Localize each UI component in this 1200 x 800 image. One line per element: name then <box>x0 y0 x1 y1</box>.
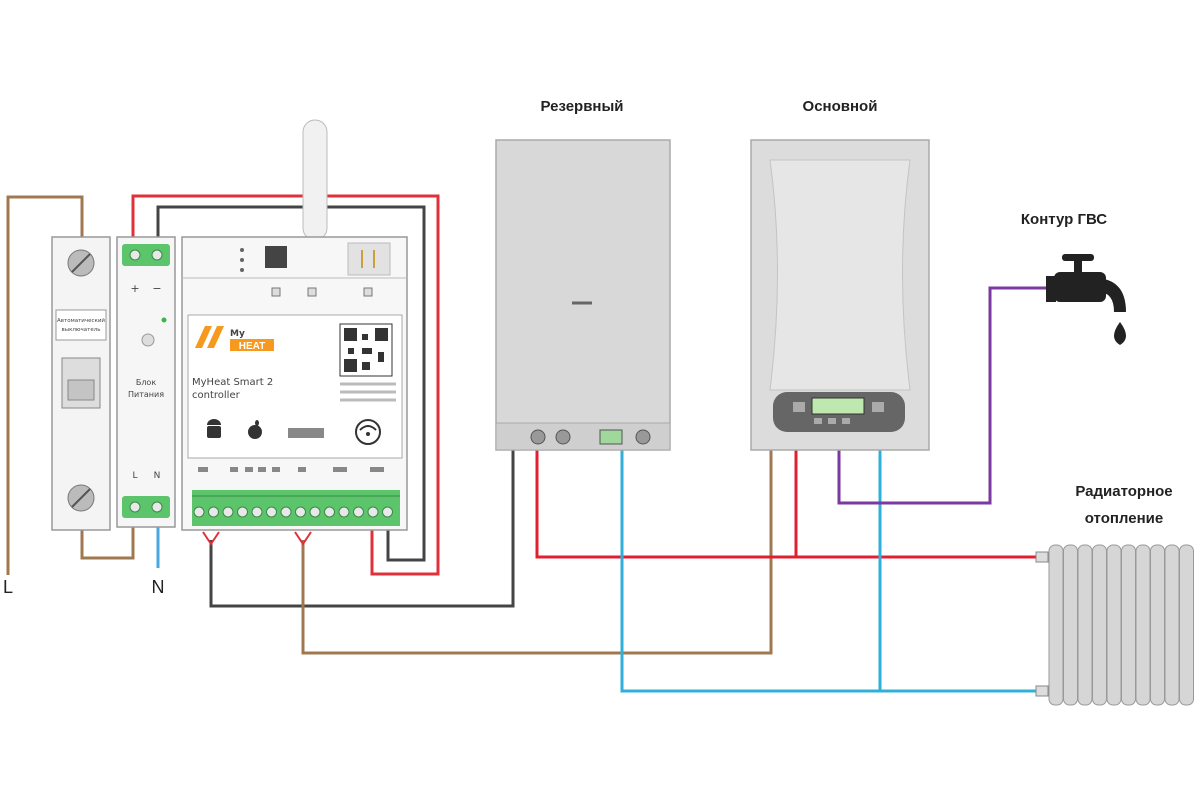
psu-label-1: Блок <box>136 378 156 387</box>
psu-plus-label: + <box>130 282 139 295</box>
psu-minus-label: − <box>152 282 161 295</box>
main-control-wire <box>301 450 773 655</box>
psu-label-2: Питания <box>128 390 164 399</box>
power-plus-wire <box>131 194 440 576</box>
radiator-fin <box>1179 544 1194 706</box>
radiator-label-2: отопление <box>1085 510 1163 527</box>
controller-model-1: MyHeat Smart 2 <box>192 377 273 388</box>
power-minus-wire <box>156 205 426 562</box>
breaker-label-2: выключатель <box>61 327 100 333</box>
radiator-fin <box>1135 544 1151 706</box>
terminal-screw <box>251 506 263 518</box>
dhw-label: Контур ГВС <box>1021 211 1107 228</box>
terminal-screw <box>309 506 321 518</box>
radiator-fin <box>1077 544 1093 706</box>
terminal-screw <box>280 506 292 518</box>
terminal-screw <box>324 506 335 518</box>
relay-contact-1 <box>202 531 220 546</box>
water-tap-icon: Контур ГВС <box>1021 211 1126 345</box>
radiator-fin <box>1121 544 1136 706</box>
radiator-fins <box>1048 544 1194 706</box>
terminal-legend <box>198 467 384 472</box>
radiator-fin <box>1150 544 1165 706</box>
relay-contact-2 <box>294 531 312 546</box>
controller-model-2: controller <box>192 390 241 401</box>
reserve-boiler: Резервный <box>495 98 671 451</box>
radiator-fin <box>1106 544 1122 706</box>
psu-l-terminal-label: L <box>132 471 137 481</box>
reserve-boiler-title: Резервный <box>540 98 623 115</box>
terminal-screw <box>237 506 248 518</box>
myheat-logo: My HEAT <box>195 326 274 352</box>
terminal-screw <box>367 506 379 518</box>
radiator-label-1: Радиаторное <box>1075 483 1172 500</box>
terminal-screws <box>193 506 393 518</box>
reserve-control-wire <box>209 450 515 608</box>
supply-pipe-reserve <box>535 450 1040 559</box>
qr-code-icon <box>339 323 393 377</box>
myheat-controller: My HEAT MyHeat Smart 2 controller <box>181 119 408 531</box>
terminal-screw <box>295 506 306 518</box>
power-supply-unit: + − Блок Питания L N <box>116 236 176 528</box>
radiator-fin <box>1164 544 1180 706</box>
terminal-screw <box>208 506 219 518</box>
terminal-screw <box>382 506 393 518</box>
wifi-icon <box>355 419 381 445</box>
terminal-screw <box>193 506 205 518</box>
main-boiler: Основной <box>750 98 930 451</box>
terminal-screw <box>338 506 350 518</box>
main-boiler-title: Основной <box>803 98 878 115</box>
logo-text-my: My <box>230 329 245 339</box>
terminal-block <box>192 490 400 526</box>
apple-icon <box>248 420 262 439</box>
neutral-label: N <box>152 577 165 597</box>
psu-n-terminal-label: N <box>154 471 161 481</box>
phase-wire <box>6 195 84 575</box>
dhw-pipe <box>837 286 1050 505</box>
radiator-fin <box>1048 544 1064 706</box>
terminal-screw <box>266 506 277 518</box>
breaker-label-1: Автоматический <box>57 317 105 324</box>
radiator-fin <box>1092 544 1107 706</box>
terminal-screw <box>353 506 364 518</box>
android-icon <box>207 419 221 438</box>
phase-label: L <box>3 577 13 597</box>
logo-text-heat: HEAT <box>239 341 265 352</box>
boiler-control-panel <box>773 392 905 432</box>
radiator-icon: Радиаторное отопление <box>1035 483 1194 706</box>
circuit-breaker: Автоматический выключатель <box>51 236 111 531</box>
terminal-screw <box>222 506 234 518</box>
radiator-fin <box>1063 544 1078 706</box>
wires <box>6 194 773 655</box>
pipes <box>535 286 1050 693</box>
return-pipe-reserve <box>620 450 1040 693</box>
